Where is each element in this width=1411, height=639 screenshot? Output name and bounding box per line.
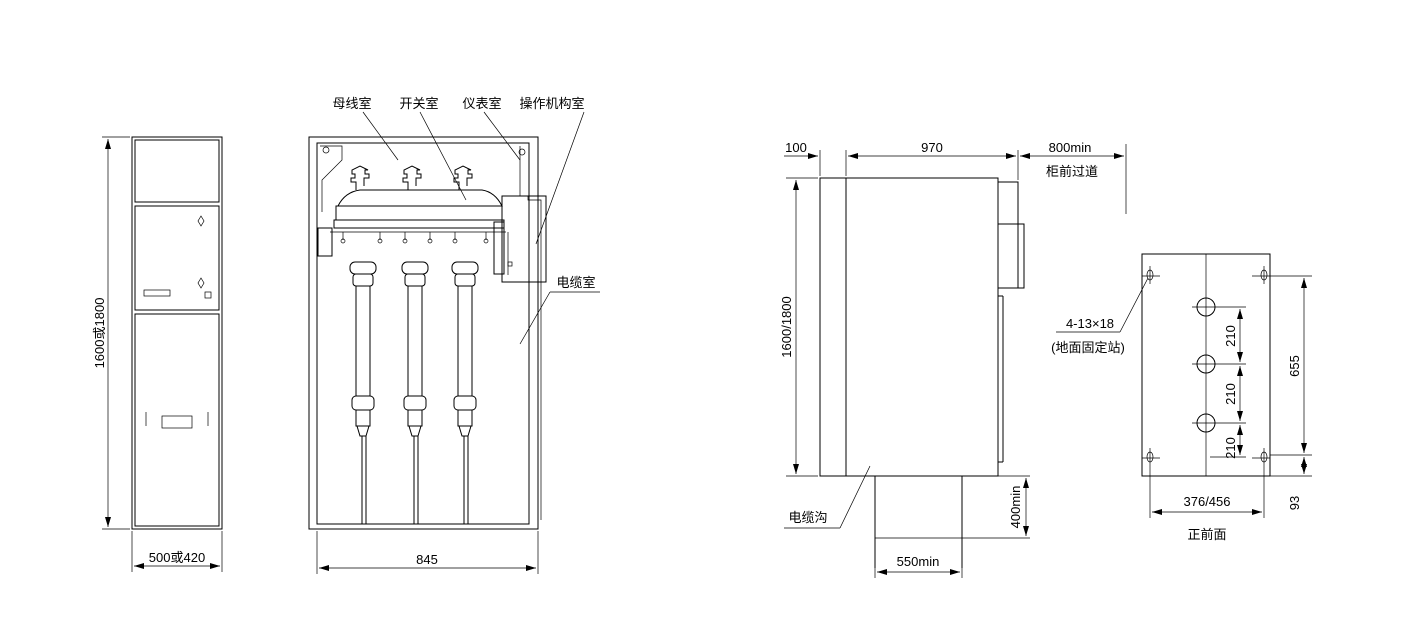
- section-width-label: 845: [416, 552, 438, 567]
- side-trench-width: 550min: [897, 554, 940, 569]
- front-view: 1600或1800 500或420: [92, 136, 223, 572]
- side-left-dim: 100: [785, 140, 807, 155]
- breaker-unit: [317, 165, 509, 275]
- base-height-dim: 655: [1287, 355, 1302, 377]
- front-height-label: 1600或1800: [92, 298, 107, 369]
- side-height-label: 1600/1800: [779, 296, 794, 357]
- side-trench-depth: 400min: [1008, 486, 1023, 529]
- mechanism-room-label: 操作机构室: [519, 96, 584, 111]
- front-width-label: 500或420: [149, 550, 205, 565]
- busbar-room-label: 母线室: [332, 96, 371, 111]
- side-view: 100 970 800min 柜前过道 1600/1800 400min 550…: [779, 140, 1127, 578]
- phase-poles: [349, 261, 479, 524]
- base-offset-dim: 93: [1287, 496, 1302, 510]
- base-holes-note: (地面固定站): [1051, 340, 1125, 355]
- side-depth-dim: 970: [921, 140, 943, 155]
- cable-room-label: 电缆室: [556, 275, 595, 290]
- side-trench-label: 电缆沟: [788, 510, 827, 525]
- cable-holes: [1192, 297, 1246, 458]
- side-front-clearance-label: 柜前过道: [1046, 164, 1098, 179]
- base-spacing-3: 210: [1223, 437, 1238, 459]
- mounting-holes: [1146, 266, 1268, 466]
- base-width-dim: 376/456: [1184, 494, 1231, 509]
- base-spacing-1: 210: [1223, 325, 1238, 347]
- instrument-room-label: 仪表室: [462, 96, 501, 111]
- base-holes-label: 4-13×18: [1066, 316, 1114, 331]
- base-spacing-2: 210: [1223, 383, 1238, 405]
- base-plan: 210 210 210 655 93 376/456 正前面 4-13×18 (…: [1051, 253, 1312, 542]
- base-view-label: 正前面: [1187, 527, 1226, 542]
- mechanism-box: [501, 195, 547, 283]
- section-view: 母线室 开关室 仪表室 操作机构室 电缆室 845: [308, 96, 600, 574]
- switch-room-label: 开关室: [399, 96, 438, 111]
- side-front-clearance: 800min: [1049, 140, 1092, 155]
